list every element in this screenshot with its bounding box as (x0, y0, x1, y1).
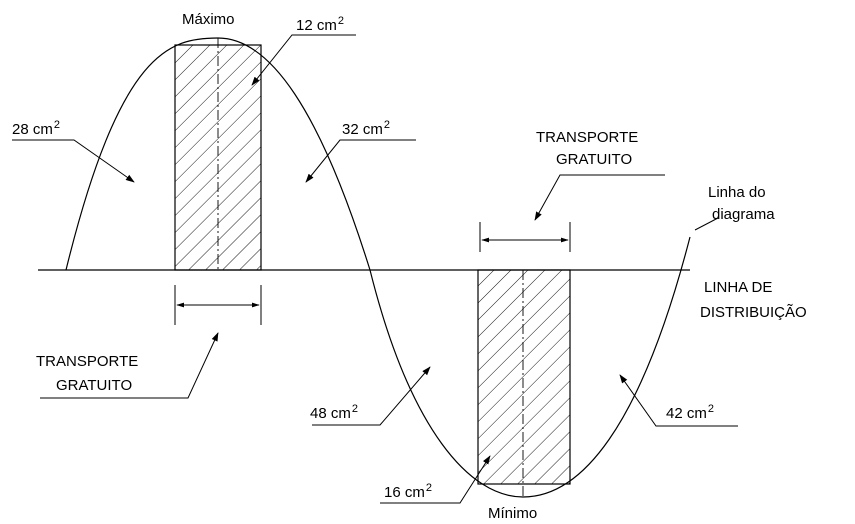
leader-42 (619, 374, 738, 427)
leader-16 (380, 455, 491, 504)
diagram-curve (65, 37, 691, 498)
label-transporte-top-2: GRATUITO (556, 151, 632, 168)
label-area-16: 16 cm2 (384, 482, 432, 501)
label-maximo: Máximo (182, 11, 235, 28)
label-area-28: 28 cm2 (12, 119, 60, 138)
leader-48 (312, 366, 431, 426)
hatched-zone-min (477, 269, 571, 485)
label-area-12: 12 cm2 (296, 15, 344, 34)
leader-32 (305, 139, 416, 183)
leader-transporte-top (534, 174, 665, 221)
label-transporte-bottom-2: GRATUITO (56, 377, 132, 394)
label-area-42: 42 cm2 (666, 403, 714, 422)
leader-transporte-bottom (40, 332, 219, 399)
label-area-48: 48 cm2 (310, 403, 358, 422)
label-linha-distrib-2: DISTRIBUIÇÃO (700, 304, 807, 321)
label-transporte-top-1: TRANSPORTE (536, 129, 638, 146)
label-minimo: Mínimo (488, 505, 537, 522)
leader-linha-diagrama (694, 217, 719, 231)
label-linha-diagrama-1: Linha do (708, 184, 766, 201)
label-area-32: 32 cm2 (342, 119, 390, 138)
label-transporte-bottom-1: TRANSPORTE (36, 353, 138, 370)
label-linha-diagrama-2: diagrama (712, 206, 775, 223)
leader-28 (12, 139, 135, 183)
label-linha-distrib-1: LINHA DE (704, 279, 772, 296)
leader-12 (251, 34, 356, 86)
